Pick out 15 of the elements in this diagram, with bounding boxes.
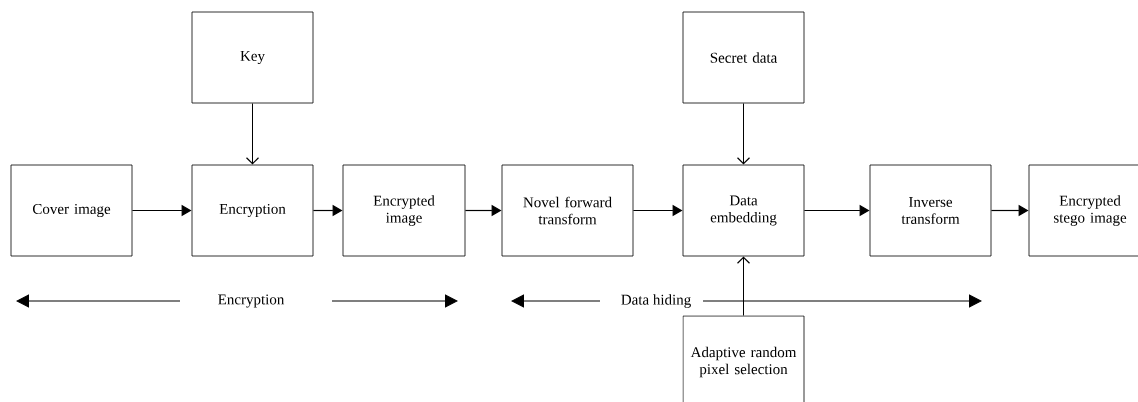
arrow xyxy=(736,102,751,165)
process-box: Novel forward transform xyxy=(501,164,634,257)
process-box: Secret data xyxy=(682,11,805,104)
process-box: Inverse transform xyxy=(869,164,992,257)
process-box: Encryption xyxy=(191,164,314,257)
process-box: Encrypted stego image xyxy=(1028,164,1138,257)
arrow xyxy=(736,256,751,317)
process-box: Adaptive random pixel selection xyxy=(682,315,805,402)
arrow xyxy=(245,102,260,165)
process-box: Key xyxy=(191,11,314,104)
process-box: Data embedding xyxy=(682,164,805,257)
process-box: Cover image xyxy=(10,164,133,257)
span-label: Encryption xyxy=(218,294,285,308)
process-box: Encrypted image xyxy=(342,164,466,257)
span-label: Data hiding xyxy=(621,294,691,308)
